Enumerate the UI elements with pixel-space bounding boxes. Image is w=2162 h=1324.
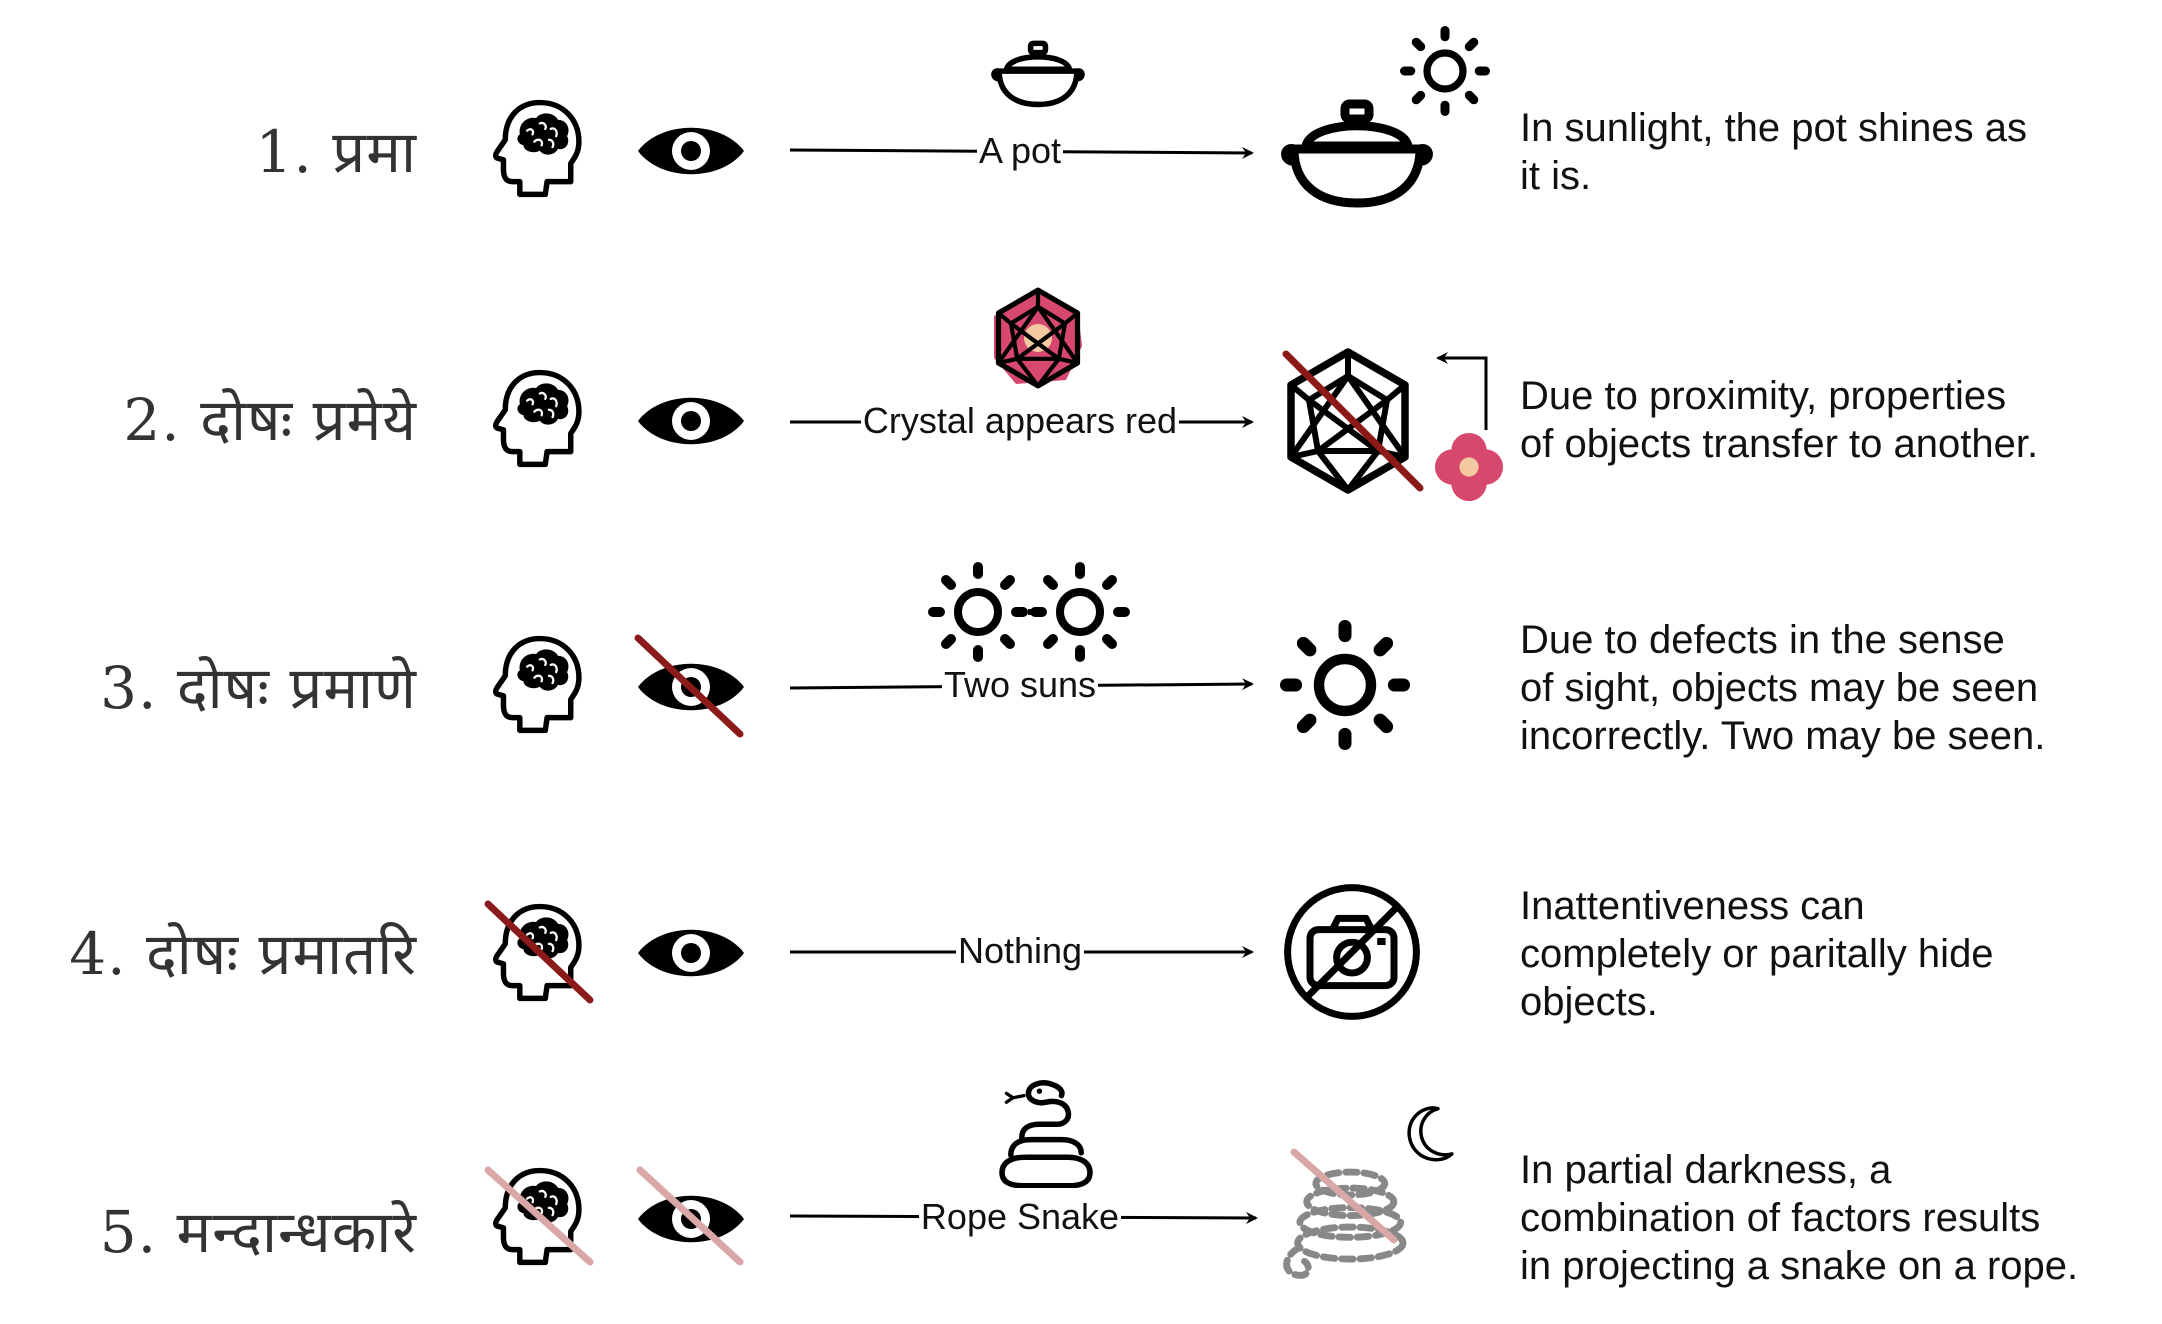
transfer-arrow <box>1436 352 1488 430</box>
row-label: 1. प्रमा <box>255 118 417 186</box>
sun-icon <box>1280 620 1410 750</box>
sun-icon <box>1400 26 1490 116</box>
eye-strike <box>634 634 744 738</box>
mind-strike <box>484 900 594 1004</box>
description: Due to defects in the sense of sight, ob… <box>1520 618 2046 758</box>
no-camera-icon <box>1282 882 1422 1022</box>
eye-strike-faded <box>636 1166 744 1266</box>
row-label: 4. दोषः प्रमातरि <box>69 920 417 988</box>
description: In partial darkness, a combination of fa… <box>1520 1148 2079 1288</box>
row-label: 3. दोषः प्रमाणे <box>100 654 417 722</box>
description: In sunlight, the pot shines as it is. <box>1520 106 2027 198</box>
moon-icon <box>1407 1106 1454 1162</box>
pot-icon <box>988 36 1088 110</box>
mind-strike-faded <box>484 1166 594 1266</box>
row-dosha-prameye: 2. दोषः प्रमेये Crystal appears red Due … <box>0 308 2162 548</box>
edge-label: Two suns <box>941 664 1099 705</box>
row-prama: 1. प्रमा A pot In sunlight, the pot shin… <box>0 40 2162 280</box>
row-label: 2. दोषः प्रमेये <box>123 386 417 454</box>
description: Due to proximity, properties of objects … <box>1520 374 2039 466</box>
row-dosha-pramatari: 4. दोषः प्रमातरि Nothing Inattentiveness… <box>0 842 2162 1082</box>
edge-label: Crystal appears red <box>860 400 1180 441</box>
edge-label: A pot <box>976 130 1064 171</box>
crystal-strike <box>1282 350 1424 492</box>
description: Inattentiveness can completely or parita… <box>1520 884 1994 1024</box>
red-crystal-icon <box>994 286 1082 390</box>
edge-label: Nothing <box>955 930 1085 971</box>
edge-label: Rope Snake <box>918 1196 1122 1237</box>
row-dosha-pramane: 3. दोषः प्रमाणे Two suns Due to defects … <box>0 576 2162 816</box>
row-label: 5. मन्दान्धकारे <box>99 1198 417 1266</box>
sun-link <box>1014 609 1046 615</box>
row-mandandhakare: 5. मन्दान्धकारे Rope Snake In partial da… <box>0 1080 2162 1320</box>
rope-strike-faded <box>1290 1148 1398 1244</box>
